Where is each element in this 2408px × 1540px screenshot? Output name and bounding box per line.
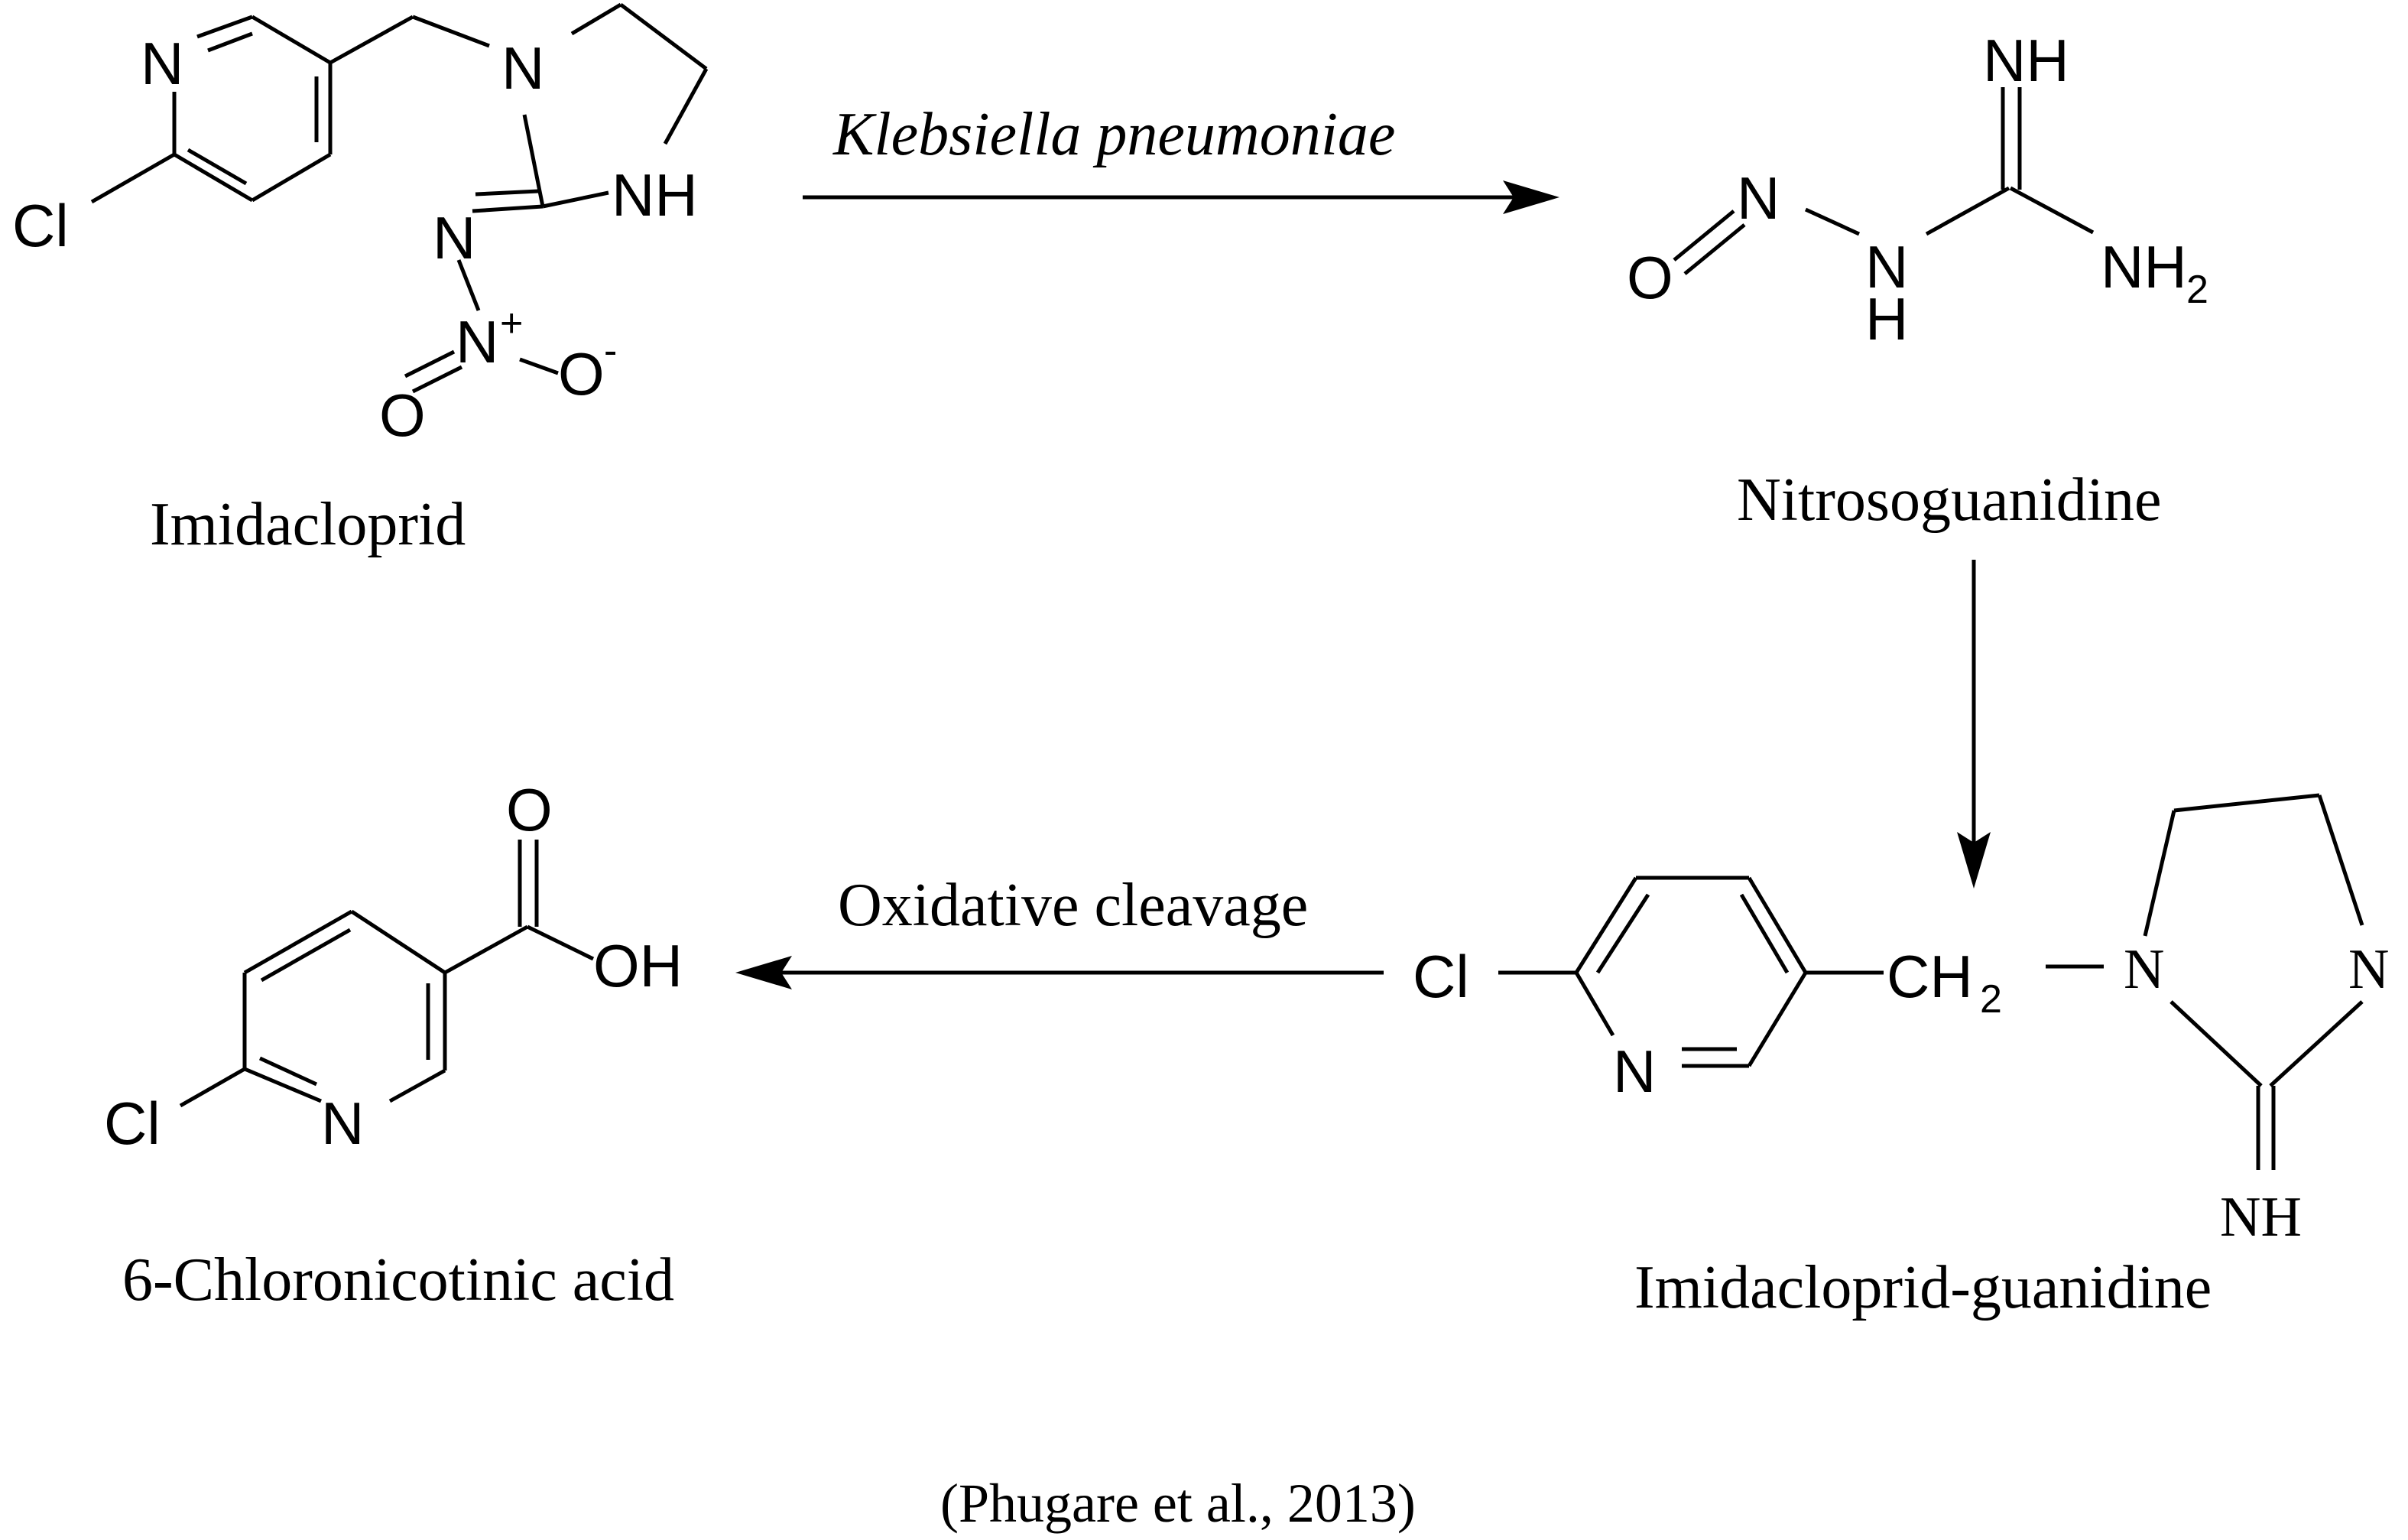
atom-n: N bbox=[456, 308, 498, 375]
bond bbox=[260, 928, 352, 983]
arrow-head bbox=[1957, 832, 1991, 889]
bond bbox=[251, 152, 332, 203]
bond bbox=[187, 148, 248, 186]
atom-subscript-2: 2 bbox=[1980, 977, 2002, 1022]
bond bbox=[663, 67, 709, 145]
bond bbox=[243, 909, 353, 975]
bond bbox=[1673, 210, 1735, 262]
bond bbox=[522, 114, 545, 207]
bond bbox=[519, 357, 559, 375]
arrow-step2 bbox=[1957, 560, 1991, 889]
bond bbox=[196, 15, 253, 39]
atom-nh: NH bbox=[2220, 1186, 2302, 1249]
arrow-head bbox=[735, 956, 792, 989]
atom-n: N bbox=[2124, 938, 2164, 1001]
bond bbox=[443, 924, 529, 975]
bond bbox=[456, 259, 481, 311]
atom-o: O bbox=[558, 340, 605, 408]
bond bbox=[1574, 971, 1615, 1037]
arrow-head bbox=[1503, 180, 1559, 214]
atom-o: O bbox=[379, 382, 426, 449]
bond bbox=[2169, 1000, 2263, 1087]
atom-n: N bbox=[501, 34, 544, 102]
chloronicotinic-acid-structure: O OH Cl N 6-Chloronicotinic acid bbox=[104, 776, 683, 1314]
arrow-step3: Oxidative cleavage bbox=[735, 872, 1384, 989]
klebsiella-pneumoniae-label: Klebsiella pneumoniae bbox=[832, 101, 1395, 168]
atom-nh: NH bbox=[1983, 27, 2069, 94]
atom-subscript-2: 2 bbox=[2186, 268, 2208, 312]
bond bbox=[619, 3, 708, 70]
atom-cl: Cl bbox=[104, 1090, 161, 1157]
bond bbox=[411, 365, 463, 394]
bond bbox=[388, 1068, 446, 1103]
bond bbox=[2173, 793, 2320, 813]
bond bbox=[244, 1067, 322, 1103]
atom-nh: NH bbox=[612, 161, 698, 229]
bond bbox=[1925, 186, 2010, 236]
bond bbox=[173, 152, 254, 203]
bond bbox=[475, 189, 539, 197]
atom-h: H bbox=[1865, 285, 1908, 353]
atom-o: O bbox=[1627, 244, 1673, 311]
nitrosoguanidine-label: Nitrosoguanidine bbox=[1737, 466, 2161, 534]
chloronicotinic-acid-label: 6-Chloronicotinic acid bbox=[122, 1246, 674, 1314]
atom-n: N bbox=[2348, 938, 2389, 1001]
bond bbox=[2269, 1000, 2364, 1087]
atom-ch2: CH bbox=[1887, 943, 1973, 1010]
bond bbox=[251, 15, 332, 65]
imidacloprid-guanidine-label: Imidacloprid-guanidine bbox=[1634, 1254, 2212, 1321]
atom-cl: Cl bbox=[1413, 943, 1469, 1010]
bond bbox=[472, 204, 544, 213]
arrow-step1: Klebsiella pneumoniae bbox=[803, 101, 1559, 214]
bond bbox=[350, 909, 446, 975]
atom-n: N bbox=[141, 30, 183, 97]
bond bbox=[1804, 207, 1861, 236]
bond bbox=[2317, 794, 2364, 926]
atom-n: N bbox=[1865, 233, 1908, 301]
bond bbox=[412, 15, 490, 48]
charge-minus: - bbox=[604, 329, 617, 373]
bond bbox=[1574, 876, 1638, 974]
citation: (Phugare et al., 2013) bbox=[940, 1473, 1416, 1534]
bond bbox=[179, 1067, 246, 1108]
bond bbox=[329, 15, 414, 65]
bond bbox=[90, 152, 176, 204]
oxidative-cleavage-label: Oxidative cleavage bbox=[838, 872, 1308, 939]
bond bbox=[258, 1056, 318, 1087]
atom-n: N bbox=[1737, 164, 1780, 232]
imidacloprid-guanidine-structure: Cl N CH 2 N N NH Imidacloprid-guanidine bbox=[1413, 793, 2389, 1321]
atom-n: N bbox=[1613, 1038, 1656, 1105]
bond bbox=[2143, 810, 2176, 937]
imidacloprid-structure: N Cl N NH N N + O O - Imidacloprid bbox=[12, 2, 709, 558]
atom-o: O bbox=[506, 776, 553, 843]
bond bbox=[207, 31, 253, 53]
nitrosoguanidine-structure: NH N O N H NH 2 Nitrosoguanidine bbox=[1627, 27, 2208, 534]
charge-plus: + bbox=[500, 301, 523, 346]
bond bbox=[1683, 223, 1746, 275]
bond bbox=[404, 349, 456, 379]
atom-n: N bbox=[321, 1090, 364, 1157]
bond bbox=[1747, 876, 1808, 974]
bond bbox=[1739, 893, 1790, 974]
bond bbox=[526, 924, 595, 961]
bond bbox=[2009, 186, 2095, 235]
bond bbox=[1747, 971, 1808, 1067]
bond bbox=[542, 190, 609, 209]
bond bbox=[1595, 893, 1650, 974]
atom-n: N bbox=[433, 204, 475, 271]
imidacloprid-label: Imidacloprid bbox=[150, 491, 466, 558]
bond bbox=[570, 2, 622, 36]
atom-nh2: NH bbox=[2101, 233, 2187, 301]
atom-cl: Cl bbox=[12, 192, 69, 259]
atom-oh: OH bbox=[593, 932, 683, 999]
